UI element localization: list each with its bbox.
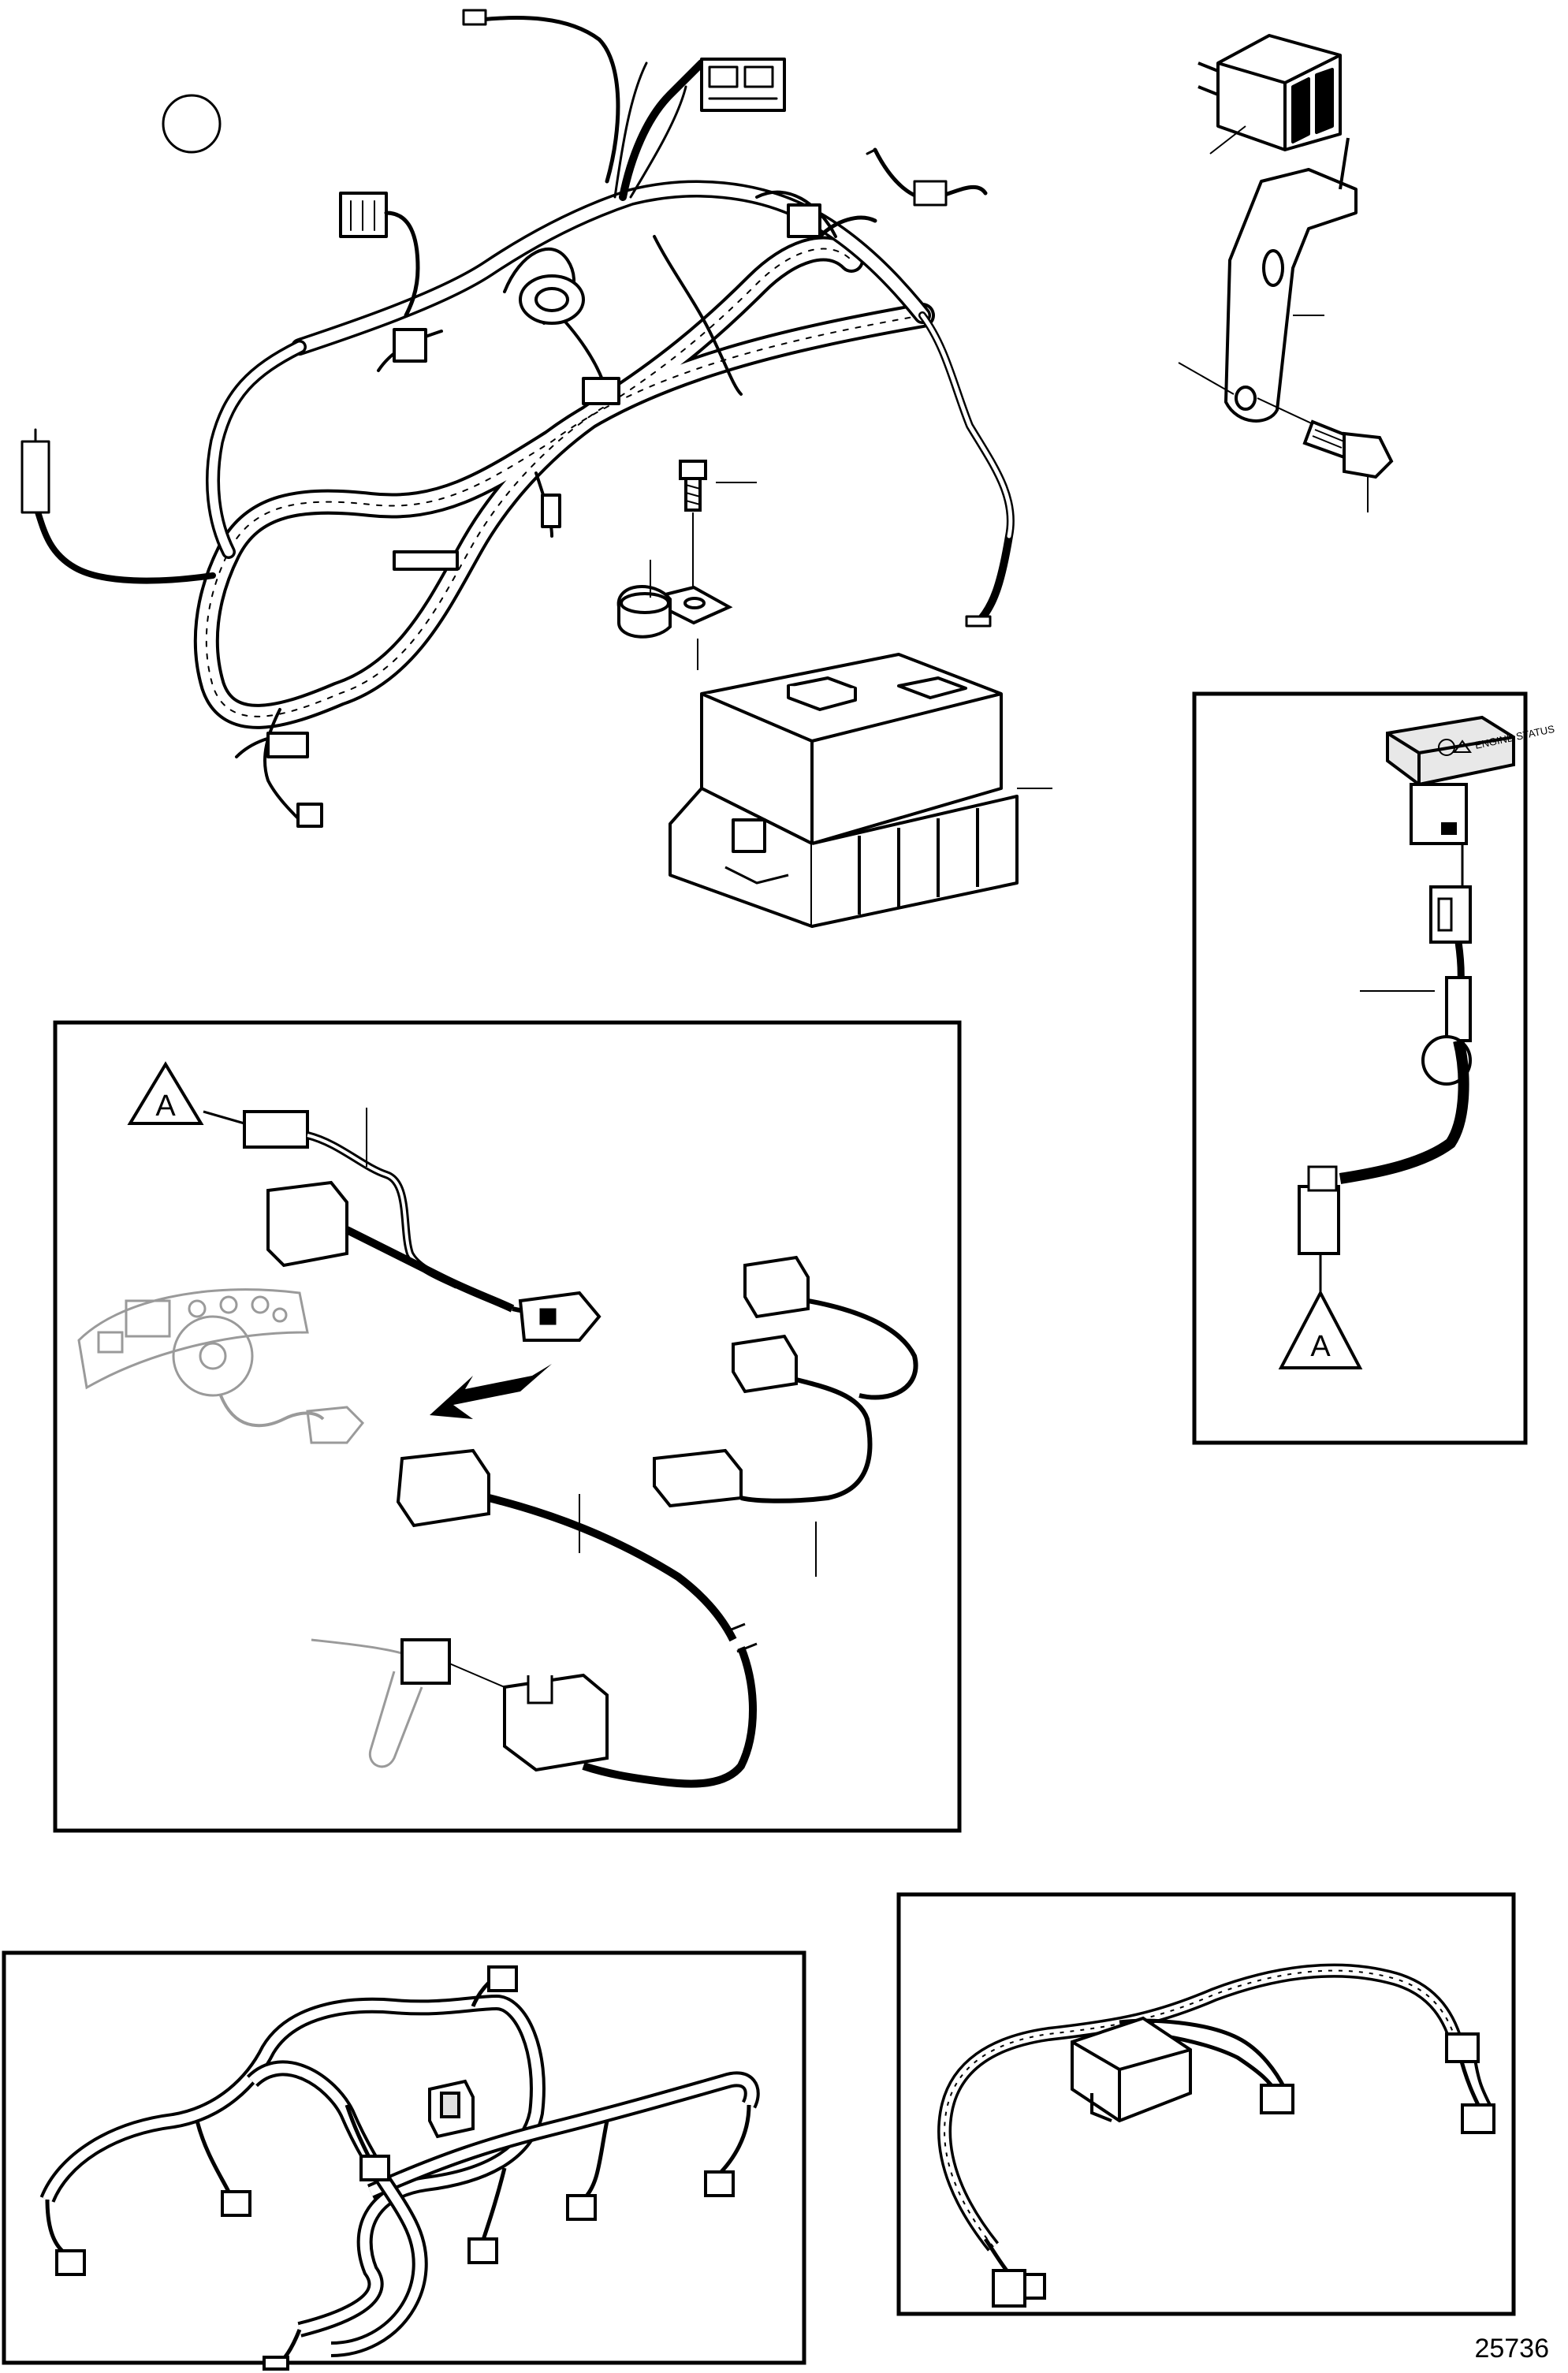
sensor-harness-connectors bbox=[992, 2016, 1495, 2308]
dashboard-illustration bbox=[77, 1288, 365, 1444]
panel-frame bbox=[2, 1950, 806, 2365]
harness-clamp-assembly bbox=[616, 460, 757, 670]
harness-branch-wire bbox=[479, 16, 620, 184]
harness-left-lead bbox=[32, 501, 216, 584]
extension-cable-main bbox=[396, 1448, 758, 1788]
injector-harness-panel bbox=[2, 1950, 806, 2371]
extension-harness-panel: A bbox=[53, 1020, 962, 1833]
callout-letter: A bbox=[155, 1090, 176, 1123]
injector-harness-loop bbox=[246, 2060, 428, 2357]
connector-bracket bbox=[1178, 137, 1358, 423]
y-split-cable bbox=[653, 1255, 918, 1577]
clamp-bracket bbox=[616, 585, 733, 639]
harness-right-lead-inner bbox=[920, 313, 1013, 538]
sensor-harness-trunk bbox=[937, 1963, 1466, 2252]
right-terminal bbox=[965, 615, 992, 628]
left-terminal bbox=[20, 440, 50, 514]
harness-left-connector bbox=[339, 192, 420, 318]
injector-connectors bbox=[55, 1965, 735, 2371]
status-switch: ENGINE STATUS bbox=[1386, 715, 1556, 845]
sensor-harness-panel bbox=[896, 1892, 1516, 2316]
callout-letter: A bbox=[1310, 1330, 1331, 1363]
harness-trunk-inner bbox=[196, 239, 932, 726]
injector-harness-trunk bbox=[39, 1994, 546, 2338]
panel-frame bbox=[53, 1020, 962, 1833]
bracket-bolt bbox=[1257, 397, 1394, 512]
harness-branch-top bbox=[619, 59, 706, 201]
harness-main-connector bbox=[700, 58, 786, 112]
harness-left-arm-inner bbox=[208, 342, 304, 557]
ecu-connector bbox=[1197, 34, 1342, 155]
reference-number: 25736 bbox=[1474, 2334, 1549, 2364]
engine-status-panel: ENGINE STATUS A bbox=[1192, 691, 1556, 1445]
arrow-indicator bbox=[430, 1364, 552, 1419]
harness-center-branches bbox=[377, 190, 837, 538]
harness-right-connector bbox=[818, 147, 988, 239]
clamp-screw bbox=[679, 460, 707, 512]
status-switch-cable bbox=[1298, 844, 1472, 1293]
injector-harness-rail bbox=[367, 2071, 760, 2200]
position-marker-circle bbox=[162, 94, 222, 154]
harness-bottom-connectors bbox=[235, 550, 459, 828]
main-wiring-harness bbox=[20, 9, 1015, 828]
panel-frame bbox=[896, 1892, 1516, 2316]
callout-a-right: A bbox=[1278, 1289, 1363, 1369]
callout-a-left: A bbox=[127, 1061, 245, 1125]
panel-frame bbox=[1192, 691, 1528, 1445]
relay-fuse-box bbox=[669, 653, 1052, 928]
sensor-lead-bottom bbox=[311, 1638, 505, 1768]
adapter-cable-top bbox=[243, 1108, 602, 1342]
